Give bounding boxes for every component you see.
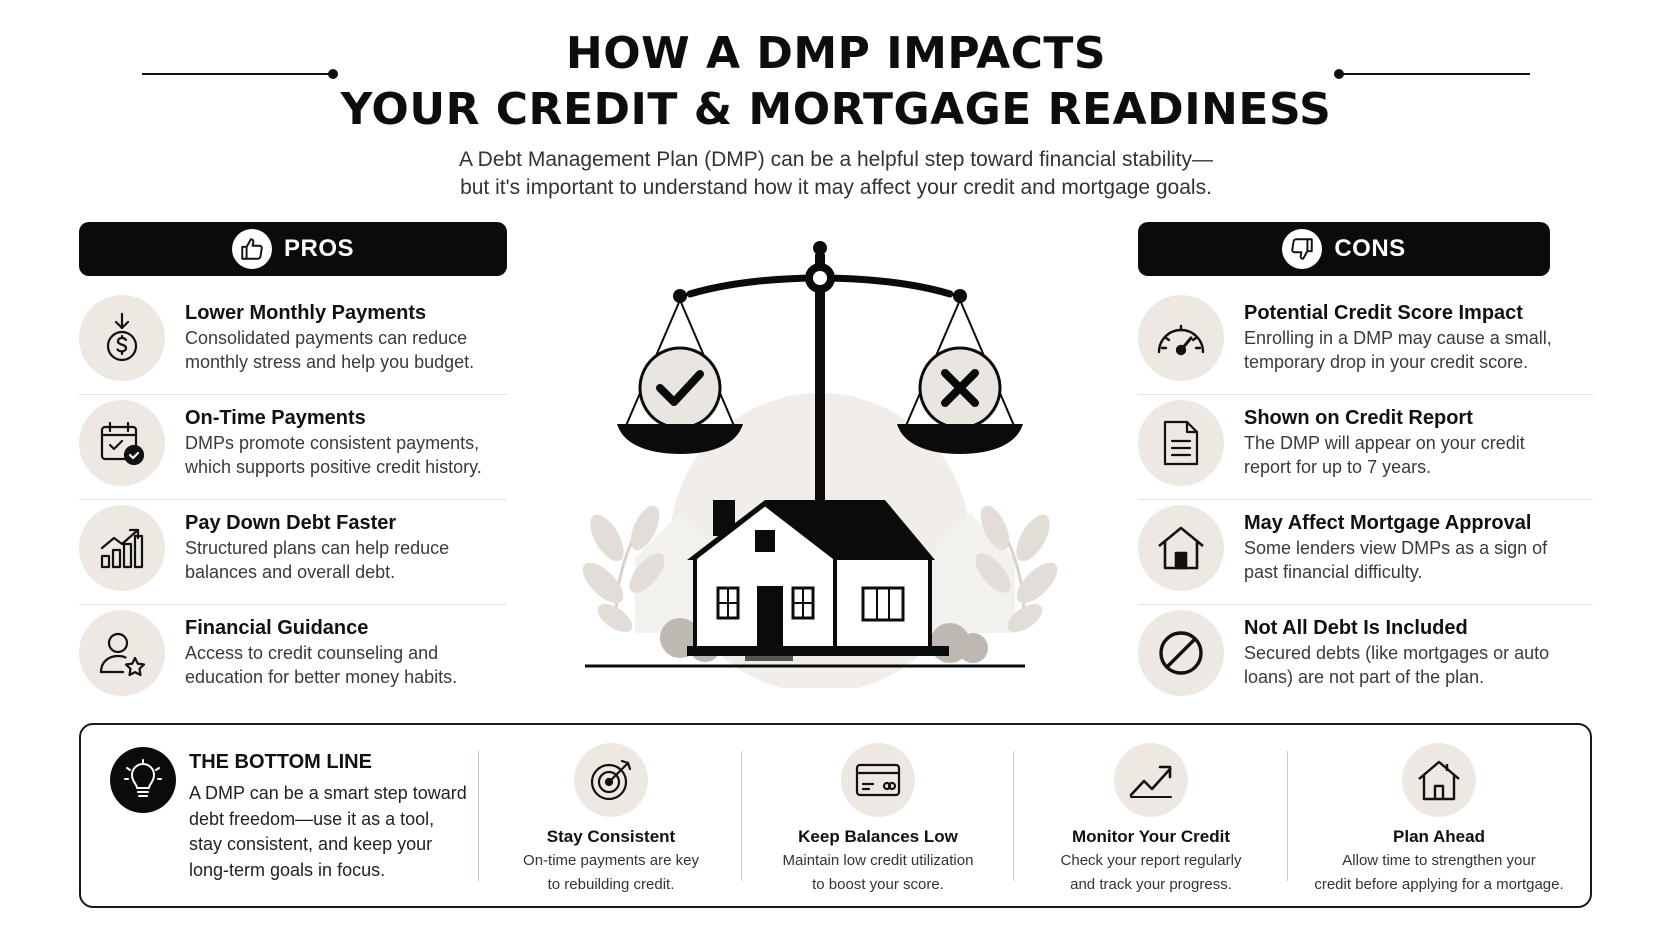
- cons-item-credit-report: Shown on Credit Report The DMP will appe…: [1138, 395, 1593, 500]
- cons-item-desc-2: loans) are not part of the plan.: [1244, 667, 1485, 687]
- bottom-line-text-2: debt freedom—use it as a tool,: [189, 808, 435, 829]
- leaf-branch-right: [975, 505, 1058, 633]
- tip-title: Plan Ahead: [1393, 827, 1485, 846]
- pros-item-desc-2: which supports positive credit history.: [185, 457, 482, 477]
- bottom-line-text-3: stay consistent, and keep your: [189, 834, 433, 854]
- scale-house-illustration: [555, 238, 1085, 693]
- cons-item-desc-2: temporary drop in your credit score.: [1244, 352, 1529, 372]
- cons-label: CONS: [1334, 235, 1406, 262]
- bottom-line-panel: THE BOTTOM LINE A DMP can be a smart ste…: [79, 723, 1592, 908]
- divider: [1013, 751, 1014, 881]
- cons-item-desc-1: Some lenders view DMPs as a sign of: [1244, 538, 1548, 558]
- cons-item-title: Not All Debt Is Included: [1244, 617, 1468, 639]
- balance-scale: [617, 241, 1023, 514]
- title-rule-left: [142, 69, 338, 79]
- title-line-2: YOUR CREDIT & MORTGAGE READINESS: [340, 84, 1332, 135]
- tip-title: Monitor Your Credit: [1071, 827, 1231, 846]
- tip-keep-balances-low: Keep Balances Low Maintain low credit ut…: [748, 743, 1008, 895]
- lightbulb-icon: [110, 747, 176, 813]
- tip-stay-consistent: Stay Consistent On-time payments are key…: [486, 743, 736, 895]
- subtitle: A Debt Management Plan (DMP) can be a he…: [0, 146, 1672, 202]
- person-star-icon: [79, 610, 165, 696]
- pros-item-guidance: Financial Guidance Access to credit coun…: [79, 605, 507, 710]
- pros-list: Lower Monthly Payments Consolidated paym…: [79, 290, 507, 710]
- subtitle-line-1: A Debt Management Plan (DMP) can be a he…: [458, 148, 1214, 171]
- calendar-check-icon: [79, 400, 165, 486]
- divider: [1287, 751, 1288, 881]
- tip-desc-1: Maintain low credit utilization: [782, 852, 974, 869]
- prohibited-icon: [1138, 610, 1224, 696]
- divider: [741, 751, 742, 881]
- pros-item-desc-1: Consolidated payments can reduce: [185, 328, 468, 348]
- pros-item-title: Financial Guidance: [185, 617, 369, 639]
- pros-item-title: On-Time Payments: [185, 407, 366, 429]
- tip-desc-2: and track your progress.: [1070, 876, 1232, 893]
- cons-item-desc-2: past financial difficulty.: [1244, 562, 1423, 582]
- leaf-branch-left: [582, 505, 665, 633]
- pros-item-title: Lower Monthly Payments: [185, 302, 427, 324]
- divider: [478, 751, 479, 881]
- cons-item-desc-1: Enrolling in a DMP may cause a small,: [1244, 328, 1552, 348]
- tip-desc-2: credit before applying for a mortgage.: [1314, 876, 1564, 893]
- pros-item-title: Pay Down Debt Faster: [185, 512, 397, 534]
- cons-item-title: May Affect Mortgage Approval: [1244, 512, 1532, 534]
- cons-item-title: Shown on Credit Report: [1244, 407, 1473, 429]
- dollar-bag-icon: [79, 295, 165, 381]
- document-icon: [1138, 400, 1224, 486]
- tip-desc-2: to rebuilding credit.: [547, 876, 675, 893]
- cons-item-desc-2: report for up to 7 years.: [1244, 457, 1432, 477]
- thumbs-down-icon: [1282, 229, 1323, 269]
- pros-item-lower-payments: Lower Monthly Payments Consolidated paym…: [79, 290, 507, 395]
- bottom-line-title: THE BOTTOM LINE: [189, 751, 372, 773]
- pros-item-desc-2: education for better money habits.: [185, 667, 458, 687]
- gauge-icon: [1138, 295, 1224, 381]
- pros-header: PROS: [79, 222, 507, 276]
- tip-monitor-credit: Monitor Your Credit Check your report re…: [1021, 743, 1281, 895]
- page-title: HOW A DMP IMPACTS YOUR CREDIT & MORTGAGE…: [0, 26, 1672, 138]
- tip-plan-ahead: Plan Ahead Allow time to strengthen your…: [1294, 743, 1584, 895]
- pros-item-desc-2: monthly stress and help you budget.: [185, 352, 475, 372]
- tip-title: Stay Consistent: [546, 827, 676, 846]
- tip-title: Keep Balances Low: [798, 827, 958, 846]
- tip-desc-1: Check your report regularly: [1060, 852, 1242, 869]
- house-outline-icon: [1402, 743, 1476, 817]
- pros-item-desc-1: Structured plans can help reduce: [185, 538, 450, 558]
- trend-up-icon: [1114, 743, 1188, 817]
- cons-item-not-all-debt: Not All Debt Is Included Secured debts (…: [1138, 605, 1593, 710]
- pros-item-desc-1: Access to credit counseling and: [185, 643, 439, 663]
- house-drawing: [687, 500, 949, 661]
- bottom-line-text-4: long-term goals in focus.: [189, 859, 386, 880]
- bottom-line-text-1: A DMP can be a smart step toward: [189, 783, 467, 803]
- subtitle-line-2: but it's important to understand how it …: [460, 176, 1212, 199]
- pros-label: PROS: [283, 235, 354, 262]
- title-line-1: HOW A DMP IMPACTS: [565, 28, 1107, 79]
- tip-desc-2: to boost your score.: [812, 876, 944, 893]
- growth-chart-icon: [79, 505, 165, 591]
- pros-item-desc-2: balances and overall debt.: [185, 562, 396, 582]
- cons-item-score-impact: Potential Credit Score Impact Enrolling …: [1138, 290, 1593, 395]
- target-icon: [574, 743, 648, 817]
- tip-desc-1: Allow time to strengthen your: [1342, 852, 1536, 869]
- thumbs-up-icon: [231, 229, 272, 269]
- illustration-svg: [582, 241, 1058, 693]
- pros-item-pay-down: Pay Down Debt Faster Structured plans ca…: [79, 500, 507, 605]
- pros-item-on-time: On-Time Payments DMPs promote consistent…: [79, 395, 507, 500]
- cons-item-desc-1: Secured debts (like mortgages or auto: [1244, 643, 1550, 663]
- house-icon: [1138, 505, 1224, 591]
- tip-desc-1: On-time payments are key: [523, 852, 699, 869]
- title-rule-right: [1334, 69, 1530, 79]
- bottom-line-text: A DMP can be a smart step toward debt fr…: [189, 781, 479, 883]
- cons-header: CONS: [1138, 222, 1550, 276]
- pros-item-desc-1: DMPs promote consistent payments,: [185, 433, 480, 453]
- cons-list: Potential Credit Score Impact Enrolling …: [1138, 290, 1593, 710]
- cons-item-desc-1: The DMP will appear on your credit: [1244, 433, 1525, 453]
- cons-item-title: Potential Credit Score Impact: [1244, 302, 1523, 324]
- credit-card-icon: [841, 743, 915, 817]
- cons-item-mortgage: May Affect Mortgage Approval Some lender…: [1138, 500, 1593, 605]
